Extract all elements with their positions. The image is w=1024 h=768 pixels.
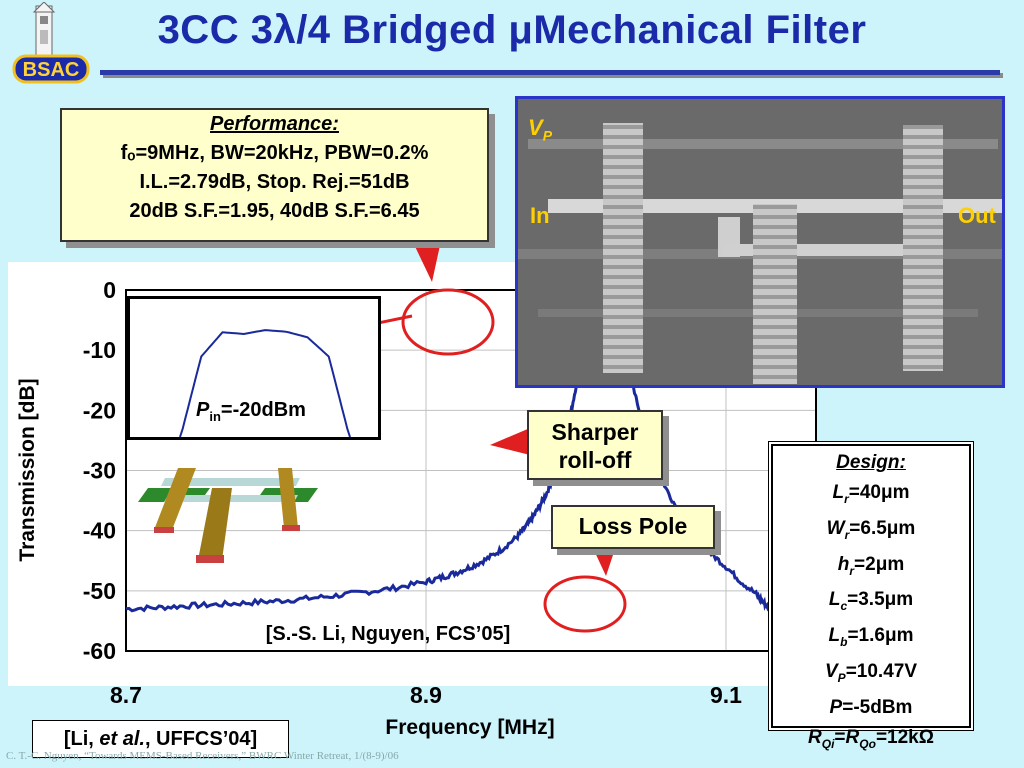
design-heading: Design: [836, 452, 906, 473]
performance-pointer [410, 236, 442, 282]
paper-citation: [Li, et al., UFFCS’04] [32, 720, 289, 758]
resonator-left [603, 123, 643, 373]
design-row: Wr=6.5μm [826, 517, 916, 542]
footer-credit: C. T.-C. Nguyen, “Towards MEMS-Based Rec… [6, 750, 399, 762]
resonator-right [903, 125, 943, 371]
design-row: Lc=3.5μm [828, 589, 914, 614]
performance-callout: Performance: fₒ=9MHz, BW=20kHz, PBW=0.2%… [60, 108, 489, 242]
loss-pole-highlight-circle [543, 575, 627, 633]
title-underline [100, 70, 1000, 75]
design-row: P=-5dBm [829, 696, 913, 718]
bsac-logo: BSAC [12, 2, 90, 84]
x-tick-labels: 8.7 8.9 9.1 [110, 682, 742, 708]
vp-label: VP [528, 115, 553, 144]
x-tick-label: 8.7 [110, 682, 142, 708]
design-row: VP=10.47V [824, 660, 918, 685]
inset-passband-trace [179, 329, 351, 438]
performance-heading: Performance: [210, 113, 339, 135]
y-axis-label: Transmission [dB] [16, 378, 39, 561]
peak-highlight-circle [401, 288, 495, 356]
x-tick-label: 8.9 [410, 682, 442, 708]
y-tick-label: -10 [83, 337, 116, 363]
sharper-rolloff-callout: Sharper roll-off [527, 410, 663, 480]
out-label: Out [958, 203, 996, 228]
loss-pole-pointer [592, 546, 616, 576]
x-tick-label: 9.1 [710, 682, 742, 708]
performance-line-1: fₒ=9MHz, BW=20kHz, PBW=0.2% [120, 142, 429, 164]
y-tick-label: -30 [83, 458, 116, 484]
inset-input-power: Pin=-20dBm [196, 399, 306, 424]
in-label: In [530, 203, 550, 228]
sharper-pointer [490, 428, 530, 455]
performance-line-2: I.L.=2.79dB, Stop. Rej.=51dB [139, 171, 410, 193]
performance-line-3: 20dB S.F.=1.95, 40dB S.F.=6.45 [129, 200, 420, 222]
plot-citation: [S.-S. Li, Nguyen, FCS’05] [266, 623, 510, 645]
passband-inset: Pin=-20dBm [127, 296, 381, 440]
design-row: RQi=RQo=12kΩ [808, 726, 934, 751]
resonator-middle [753, 204, 797, 384]
design-row: Lb=1.6μm [828, 625, 914, 649]
y-tick-label: -60 [83, 638, 116, 664]
y-tick-label: -20 [83, 397, 116, 423]
logo-text: BSAC [23, 59, 80, 81]
y-tick-label: 0 [103, 277, 116, 303]
slide-title: 3CC 3λ/4 Bridged μMechanical Filter [157, 8, 867, 52]
y-tick-label: -40 [83, 518, 116, 544]
design-row: Lr=40μm [832, 482, 910, 506]
y-tick-labels: 0 -10 -20 -30 -40 -50 -60 [83, 277, 116, 664]
design-row: hr=2μm [837, 553, 905, 578]
device-illustration [138, 468, 318, 563]
loss-pole-callout: Loss Pole [551, 505, 715, 549]
y-tick-label: -50 [83, 578, 116, 604]
sem-micrograph: VP In Out [515, 96, 1005, 388]
x-axis-label: Frequency [MHz] [385, 716, 554, 739]
